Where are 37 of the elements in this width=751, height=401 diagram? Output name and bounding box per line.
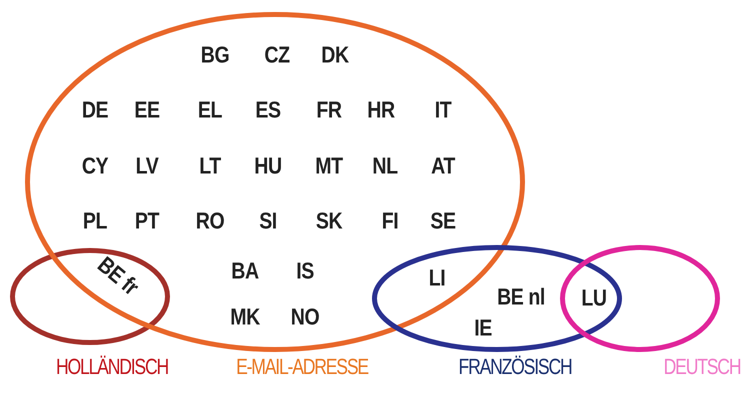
country-code: IS (296, 258, 314, 284)
country-code: DK (321, 42, 349, 68)
set-label: E-MAIL-ADRESSE (236, 354, 368, 380)
country-code: IT (434, 96, 452, 124)
country-code: HR (367, 96, 395, 124)
country-code: LI (428, 264, 446, 292)
country-code: SI (259, 208, 277, 234)
country-code: SE (430, 208, 456, 234)
country-code: FR (316, 96, 342, 124)
country-code: BE fr (92, 251, 144, 301)
country-code: MT (315, 152, 343, 180)
country-code: NO (290, 304, 320, 330)
country-code: CY (82, 152, 108, 180)
country-code: EE (134, 96, 160, 124)
country-code: FI (382, 208, 398, 234)
country-code: LU (581, 284, 607, 312)
country-code: LV (136, 152, 158, 180)
country-code: SK (316, 208, 342, 234)
country-code: PT (134, 208, 160, 234)
country-code: CZ (264, 42, 290, 68)
country-code: MK (230, 304, 260, 330)
country-code: LT (199, 152, 221, 180)
country-code: PL (82, 208, 108, 234)
country-code: BE nl (497, 284, 545, 310)
country-code: HU (254, 152, 282, 180)
country-code: AT (431, 152, 455, 180)
country-code: IE (474, 314, 492, 342)
country-code: BG (200, 42, 230, 68)
country-code: BA (231, 258, 259, 284)
country-code: NL (372, 152, 398, 180)
country-code: DE (82, 96, 108, 124)
set-label: DEUTSCH (664, 354, 740, 380)
country-code: EL (198, 96, 222, 124)
country-code: ES (255, 96, 281, 124)
country-code: RO (196, 208, 224, 234)
set-label: HOLLÄNDISCH (56, 354, 168, 380)
set-label: FRANZÖSISCH (458, 354, 572, 380)
